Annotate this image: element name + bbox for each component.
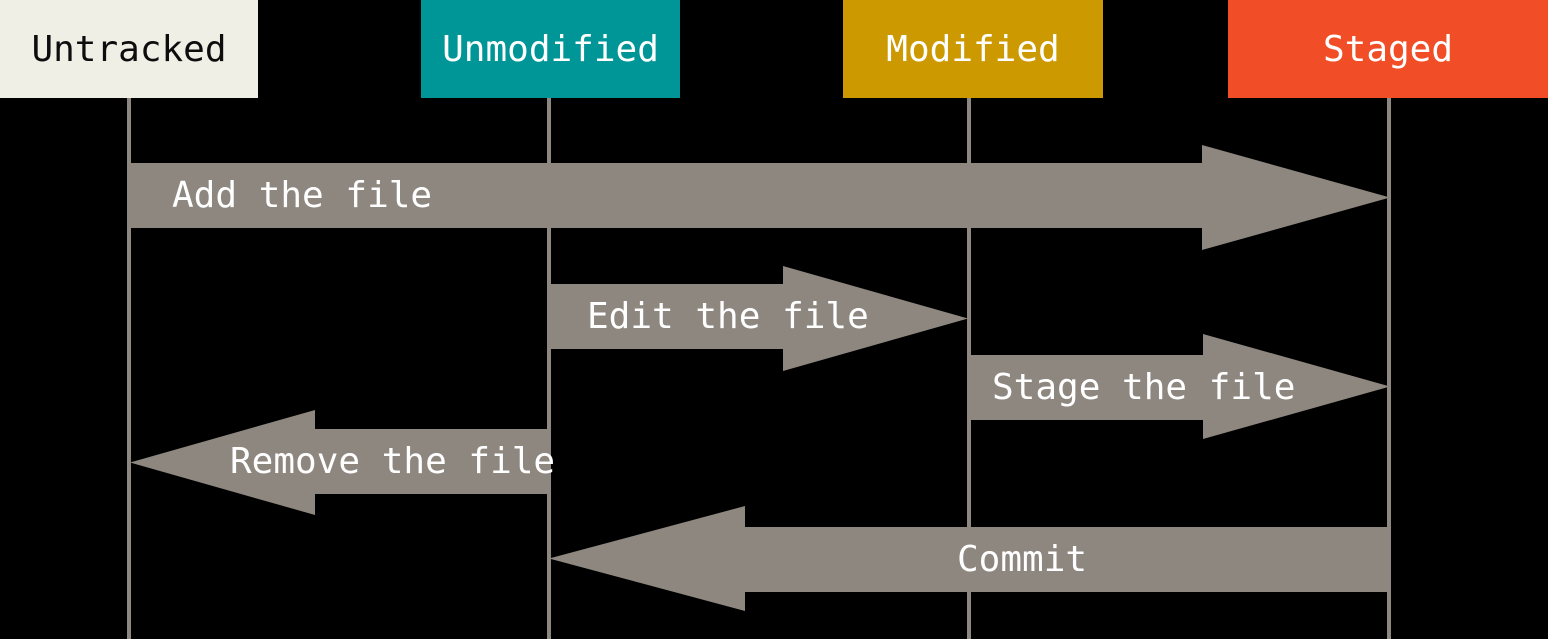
- arrow-shaft: [315, 429, 549, 494]
- transition-label: Edit the file: [587, 296, 869, 337]
- transition-arrow-commit: Commit: [549, 506, 1390, 611]
- state-box-unmodified: Unmodified: [421, 0, 680, 98]
- state-label-modified: Modified: [886, 28, 1060, 70]
- transition-label: Remove the file: [230, 441, 556, 482]
- transition-arrow-stage-the-file: Stage the file: [970, 334, 1390, 439]
- lifeline-untracked: [127, 98, 131, 639]
- state-label-unmodified: Unmodified: [442, 28, 659, 70]
- state-label-untracked: Untracked: [31, 28, 227, 70]
- transition-arrow-add-the-file: Add the file: [130, 145, 1390, 250]
- transition-arrow-edit-the-file: Edit the file: [549, 266, 968, 371]
- transition-arrow-remove-the-file: Remove the file: [130, 410, 555, 515]
- transition-label: Stage the file: [992, 367, 1296, 408]
- transition-label: Add the file: [172, 175, 433, 216]
- arrowhead-left-icon: [549, 506, 745, 611]
- state-box-untracked: Untracked: [0, 0, 258, 98]
- state-label-staged: Staged: [1322, 28, 1454, 70]
- arrow-shaft: [130, 163, 1202, 228]
- state-box-staged: Staged: [1228, 0, 1548, 98]
- lifeline-modified: [967, 98, 971, 639]
- arrow-shaft: [745, 527, 1390, 592]
- arrow-shaft: [549, 284, 783, 349]
- arrowhead-right-icon: [1202, 145, 1390, 250]
- arrow-shaft: [970, 355, 1203, 420]
- state-box-modified: Modified: [843, 0, 1103, 98]
- lifeline-staged: [1387, 98, 1391, 639]
- transition-label: Commit: [957, 539, 1088, 580]
- lifeline-unmodified: [547, 98, 551, 639]
